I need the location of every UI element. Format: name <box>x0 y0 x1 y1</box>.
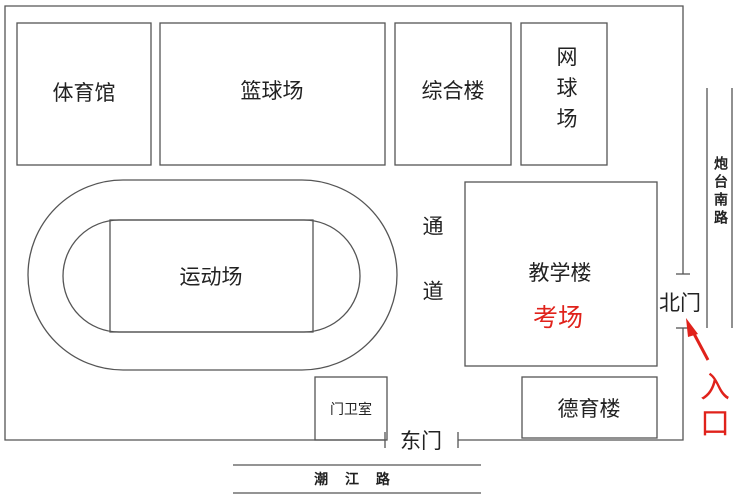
east-gate-label: 东门 <box>400 429 442 453</box>
gym-label: 体育馆 <box>52 81 116 105</box>
entrance-label: 入口 <box>694 371 729 443</box>
basketball-court <box>159 22 386 166</box>
track-outer <box>27 179 398 371</box>
guard-label: 门卫室 <box>330 402 372 418</box>
gym-building <box>16 22 152 166</box>
tennis-court <box>520 22 608 166</box>
exam-room-label: 考场 <box>532 303 584 332</box>
teaching-building <box>464 181 658 367</box>
moral-building <box>521 376 658 439</box>
paotai-road-label: 炮台南路 <box>712 156 728 228</box>
teaching-label: 教学楼 <box>528 261 592 285</box>
passage-label: 通道 <box>420 215 444 345</box>
guard-room <box>314 376 388 441</box>
campus-boundary <box>4 5 684 441</box>
tennis-label: 网球场 <box>554 45 578 139</box>
field <box>109 219 314 333</box>
chaojiang-road-label: 潮 江 路 <box>314 472 396 488</box>
sports-field-label: 运动场 <box>179 265 243 289</box>
entrance-arrow <box>686 318 710 361</box>
complex-label: 综合楼 <box>421 79 485 103</box>
complex-building <box>394 22 512 166</box>
basketball-label: 篮球场 <box>240 79 304 103</box>
moral-label: 德育楼 <box>557 397 621 421</box>
north-gate-label: 北门 <box>659 291 701 315</box>
